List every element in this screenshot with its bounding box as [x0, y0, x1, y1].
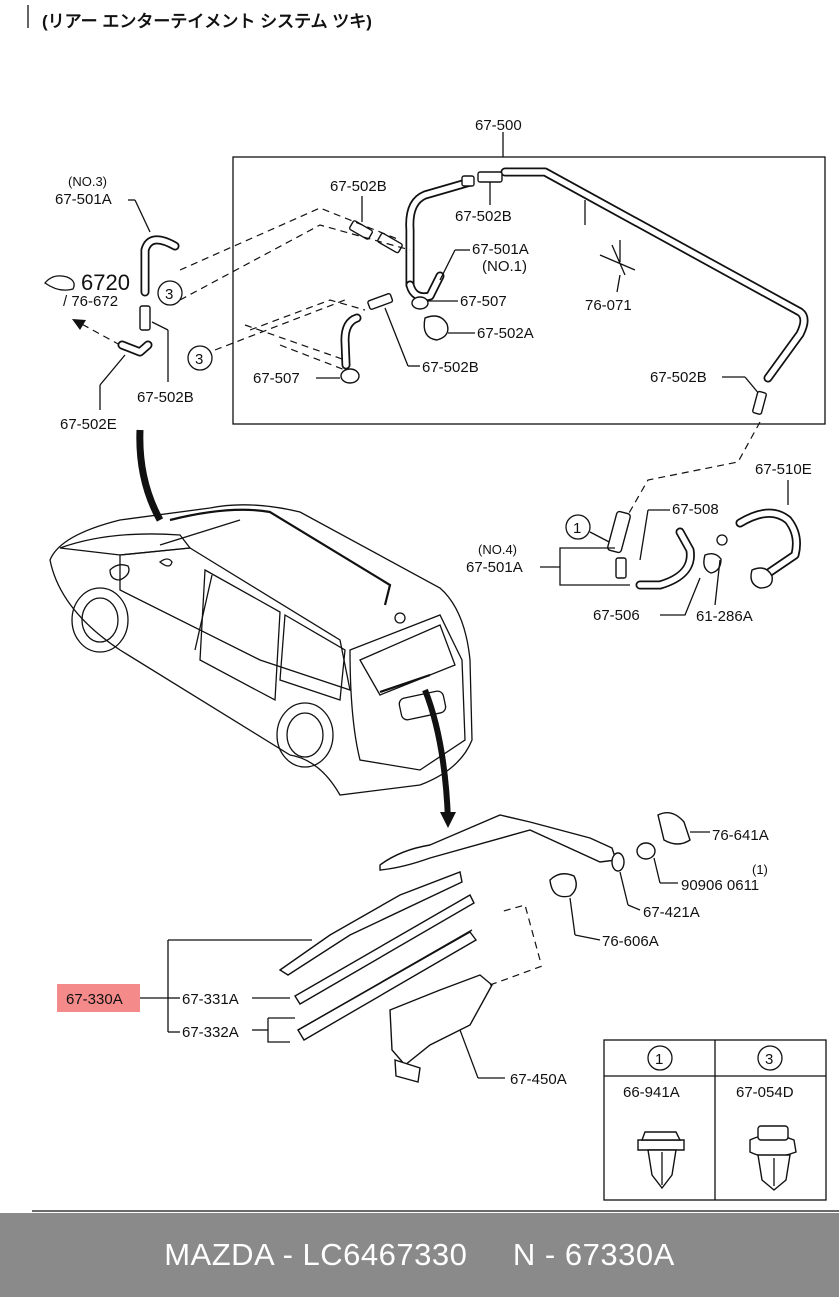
label-67-507-left: 67-507	[253, 370, 300, 387]
clip-66-941a-icon	[637, 1131, 685, 1190]
label-no1: (NO.1)	[482, 258, 527, 275]
label-67-421a: 67-421A	[643, 904, 700, 921]
highlight-67-330a	[57, 984, 140, 1012]
label-67-502a: 67-502A	[477, 325, 534, 342]
rear-wiper-group: 67-421A 76-641A (1) 90906 0611 76-606A 6…	[57, 812, 769, 1088]
arrow-left-icon	[72, 319, 86, 330]
footer-bar: MAZDA - LC6467330 N - 67330A	[0, 1213, 839, 1297]
legend-part-67-054d: 67-054D	[736, 1084, 794, 1101]
label-67-510e: 67-510E	[755, 461, 812, 478]
washer-nozzle-group: (NO.3) 67-501A 6720 / 76-672 67-502B 67-…	[44, 174, 213, 433]
label-76-641a: 76-641A	[712, 827, 769, 844]
callout-circle-3-upper	[157, 280, 183, 306]
clip-67-054d-icon	[749, 1125, 797, 1191]
label-67-501a-no4: 67-501A	[466, 559, 523, 576]
diagram-title: (リアー エンターテイメント システム ツキ)	[42, 12, 372, 31]
callout-circle-1-right	[565, 514, 591, 540]
label-no4: (NO.4)	[478, 542, 517, 557]
label-67-501a-no3: 67-501A	[55, 191, 112, 208]
label-67-508: 67-508	[672, 501, 719, 518]
vehicle-outline	[49, 429, 473, 828]
legend-circle-1	[647, 1045, 673, 1071]
label-67-500: 67-500	[475, 117, 522, 134]
callout-circle-1-right-text: 1	[573, 520, 581, 537]
label-67-330a: 67-330A	[66, 991, 123, 1008]
label-61-286a: 61-286A	[696, 608, 753, 625]
label-67-501a-no1: 67-501A	[472, 241, 529, 258]
callout-circle-3-lower	[187, 345, 213, 371]
legend-part-66-941a: 66-941A	[623, 1084, 680, 1101]
callout-circle-3-upper-text: 3	[165, 286, 173, 303]
bulb-icon	[44, 275, 75, 291]
label-90906-0611: 90906 0611	[681, 877, 759, 894]
label-67-502b-top: 67-502B	[455, 208, 512, 225]
label-67-507-right: 67-507	[460, 293, 507, 310]
label-one-paren: (1)	[752, 862, 768, 877]
label-67-502b-right: 67-502B	[650, 369, 707, 386]
label-67-332a: 67-332A	[182, 1024, 239, 1041]
label-67-506: 67-506	[593, 607, 640, 624]
clip-legend-table: 1 3 66-941A 67-054D	[603, 1039, 827, 1201]
label-76-071: 76-071	[585, 297, 632, 314]
label-67-331a: 67-331A	[182, 991, 239, 1008]
label-67-502b-middle: 67-502B	[422, 359, 479, 376]
label-76-606a: 76-606A	[602, 933, 659, 950]
label-67-502e: 67-502E	[60, 416, 117, 433]
washer-tank-group: 67-510E 67-508 1 (NO.4) 67-501A 67-506 6…	[466, 461, 812, 625]
legend-circle-3-text: 3	[765, 1051, 773, 1068]
legend-circle-3	[757, 1045, 783, 1071]
hose-assembly-frame	[232, 156, 826, 425]
part-number-caption: MAZDA - LC6467330 N - 67330A	[164, 1237, 675, 1272]
label-67-502b-nozzle: 67-502B	[137, 389, 194, 406]
label-76-672: / 76-672	[63, 293, 118, 310]
washer-hose-group-upper: 67-500 67-502B 67-502B 67-501A (NO.1) 67…	[179, 117, 826, 521]
label-no3: (NO.3)	[68, 174, 107, 189]
label-6720: 6720	[81, 270, 130, 295]
label-67-450a: 67-450A	[510, 1071, 567, 1088]
legend-circle-1-text: 1	[655, 1051, 663, 1068]
label-67-502b-left: 67-502B	[330, 178, 387, 195]
callout-circle-3-lower-text: 3	[195, 351, 203, 368]
